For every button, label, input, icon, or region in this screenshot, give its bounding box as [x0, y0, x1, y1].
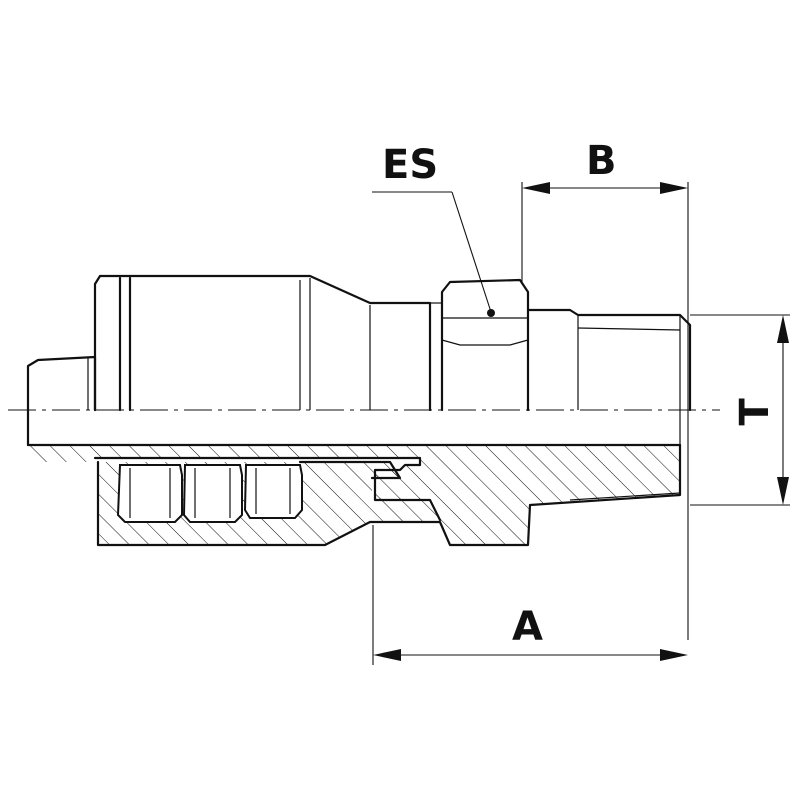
ferrule-teeth [116, 464, 303, 523]
nipple-wall-section [28, 445, 680, 545]
label-b: B [586, 138, 617, 184]
exterior-view [8, 274, 720, 447]
ferrule-body [93, 274, 432, 412]
label-a: A [512, 604, 543, 650]
threaded-end [526, 308, 692, 412]
section-view [26, 443, 682, 547]
insert-tail [26, 355, 97, 447]
es-leader-dot [487, 309, 495, 317]
label-t: T [732, 398, 778, 426]
hex-nut [440, 278, 530, 412]
label-es: ES [382, 142, 438, 188]
dimensions [372, 182, 790, 665]
